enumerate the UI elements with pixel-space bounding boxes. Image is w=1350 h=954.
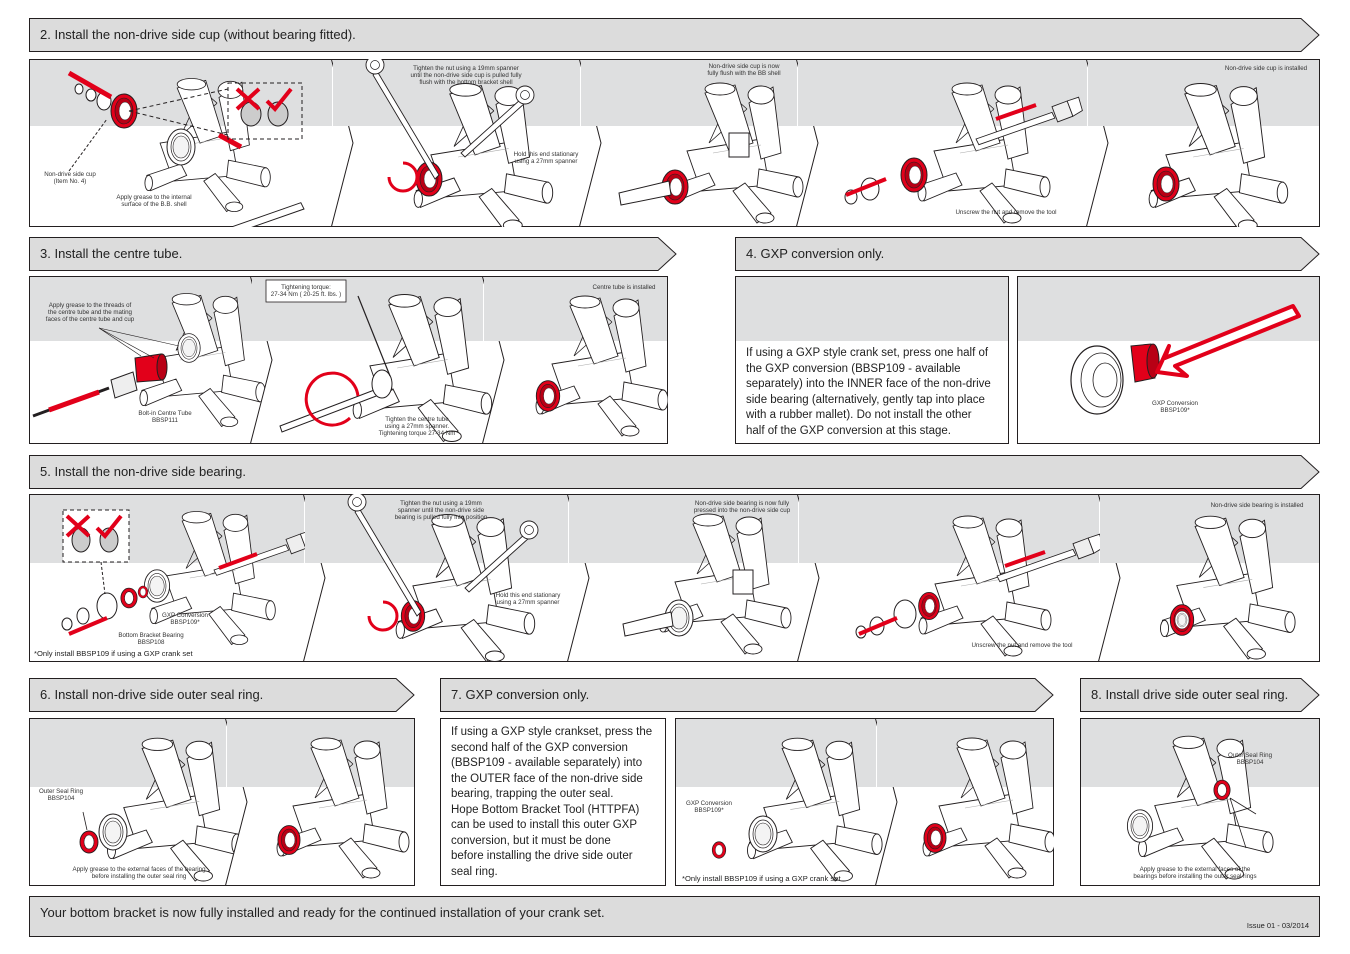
step5-panel-2: Tighten the nut using a 19mm spanner unt… bbox=[303, 494, 593, 662]
section-6-header: 6. Install non-drive side outer seal rin… bbox=[29, 678, 415, 712]
step5-panel-4: Unscrew the nut and remove the tool bbox=[797, 494, 1124, 662]
step8-panel: Outer Seal Ring BBSP104 Apply grease to … bbox=[1080, 718, 1320, 886]
step2-panel-4: Unscrew the nut and remove the tool bbox=[796, 59, 1112, 227]
section-7-header: 7. GXP conversion only. bbox=[440, 678, 1054, 712]
hold-end-label: Hold this end stationary using a 27mm sp… bbox=[513, 151, 579, 166]
step2-panel-3: Non-drive side cup is now fully flush wi… bbox=[579, 59, 822, 227]
step4-image-panel: GXP Conversion BBSP109* bbox=[1017, 276, 1320, 444]
step5-panel-1: GXP Conversion BBSP109* Bottom Bracket B… bbox=[29, 494, 329, 662]
section-3-title: 3. Install the centre tube. bbox=[40, 246, 183, 261]
step4-text-panel: If using a GXP style crank set, press on… bbox=[735, 276, 1009, 444]
tighten-nut-label: Tighten the nut using a 19mm spanner unt… bbox=[410, 65, 522, 87]
step6-panel-2 bbox=[225, 718, 415, 886]
unscrew-label-2: Unscrew the nut and remove the tool bbox=[971, 642, 1073, 649]
bearing-label: Bottom Bracket Bearing BBSP108 bbox=[118, 632, 184, 647]
gxp-conversion-label: GXP Conversion BBSP109* bbox=[1152, 400, 1198, 415]
step3-panel-3: Centre tube is installed bbox=[482, 276, 668, 444]
step7-text-panel: If using a GXP style crankset, press the… bbox=[440, 718, 666, 886]
issue-label: Issue 01 - 03/2014 bbox=[1246, 921, 1309, 930]
grease-bearing-label: Apply grease to the external faces of th… bbox=[72, 866, 206, 881]
hold-end-label-2: Hold this end stationary using a 27mm sp… bbox=[495, 592, 561, 607]
step3-panel-2: Tightening torque: 27-34 Nm ( 20-25 ft. … bbox=[250, 276, 508, 444]
section-2-header: 2. Install the non-drive side cup (witho… bbox=[29, 18, 1320, 52]
footer-box: Your bottom bracket is now fully install… bbox=[29, 896, 1320, 937]
step4-instructions: If using a GXP style crank set, press on… bbox=[746, 347, 991, 437]
step2-panel-1: Non-drive side cup (Item No. 4) Apply gr… bbox=[29, 59, 357, 227]
section-4-header: 4. GXP conversion only. bbox=[735, 237, 1320, 271]
section-2-title: 2. Install the non-drive side cup (witho… bbox=[40, 27, 356, 42]
grease-threads-label: Apply grease to the threads of the centr… bbox=[45, 302, 135, 324]
cup-installed-label: Non-drive side cup is installed bbox=[1224, 65, 1308, 72]
section-5-title: 5. Install the non-drive side bearing. bbox=[40, 464, 246, 479]
gxp-label-7: GXP Conversion BBSP109* bbox=[686, 800, 732, 815]
step6-panel-1: Outer Seal Ring BBSP104 Apply grease to … bbox=[29, 718, 251, 886]
step3-panel-1: Apply grease to the threads of the centr… bbox=[29, 276, 277, 444]
step2-panel-2: Tighten the nut using a 19mm spanner unt… bbox=[331, 59, 605, 227]
step7-instructions: If using a GXP style crankset, press the… bbox=[451, 726, 653, 878]
torque-box: Tightening torque: 27-34 Nm ( 20-25 ft. … bbox=[270, 284, 342, 299]
grease-bearings-label: Apply grease to the external faces of th… bbox=[1133, 866, 1257, 881]
section-4-title: 4. GXP conversion only. bbox=[746, 246, 885, 261]
tighten-tube-label: Tighten the centre tube using a 27mm spa… bbox=[378, 416, 456, 438]
gxp-note-7: *Only install BBSP109 if using a GXP cra… bbox=[682, 874, 841, 883]
gxp-bbsp109-label: GXP Conversion BBSP109* bbox=[162, 612, 208, 627]
gxp-note: *Only install BBSP109 if using a GXP cra… bbox=[34, 649, 193, 658]
section-8-title: 8. Install drive side outer seal ring. bbox=[1091, 687, 1289, 702]
tighten-bearing-label: Tighten the nut using a 19mm spanner unt… bbox=[394, 500, 488, 522]
bearing-installed-label: Non-drive side bearing is installed bbox=[1210, 502, 1304, 509]
unscrew-label: Unscrew the nut and remove the tool bbox=[955, 209, 1057, 216]
step7-panel-2 bbox=[875, 718, 1054, 886]
cup-flush-label: Non-drive side cup is now fully flush wi… bbox=[707, 63, 781, 78]
grease-shell-label: Apply grease to the internal surface of … bbox=[116, 194, 192, 209]
footer-text: Your bottom bracket is now fully install… bbox=[40, 905, 605, 920]
outer-seal-label: Outer Seal Ring BBSP104 bbox=[38, 788, 84, 803]
section-8-header: 8. Install drive side outer seal ring. bbox=[1080, 678, 1320, 712]
centre-tube-label: Bolt-in Centre Tube BBSP111 bbox=[138, 410, 192, 425]
tube-installed-label: Centre tube is installed bbox=[592, 284, 656, 291]
outer-seal-label-8: Outer Seal Ring BBSP104 bbox=[1227, 752, 1273, 767]
cup-label: Non-drive side cup (Item No. 4) bbox=[44, 171, 96, 186]
section-5-header: 5. Install the non-drive side bearing. bbox=[29, 455, 1320, 489]
section-6-title: 6. Install non-drive side outer seal rin… bbox=[40, 687, 264, 702]
bearing-pressed-label: Non-drive side bearing is now fully pres… bbox=[693, 500, 791, 515]
step7-panel-1: GXP Conversion BBSP109* *Only install BB… bbox=[675, 718, 901, 886]
section-7-title: 7. GXP conversion only. bbox=[451, 687, 590, 702]
step2-panel-5: Non-drive side cup is installed bbox=[1086, 59, 1320, 227]
step5-panel-5: Non-drive side bearing is installed bbox=[1098, 494, 1320, 662]
section-3-header: 3. Install the centre tube. bbox=[29, 237, 677, 271]
step5-panel-3: Non-drive side bearing is now fully pres… bbox=[567, 494, 823, 662]
